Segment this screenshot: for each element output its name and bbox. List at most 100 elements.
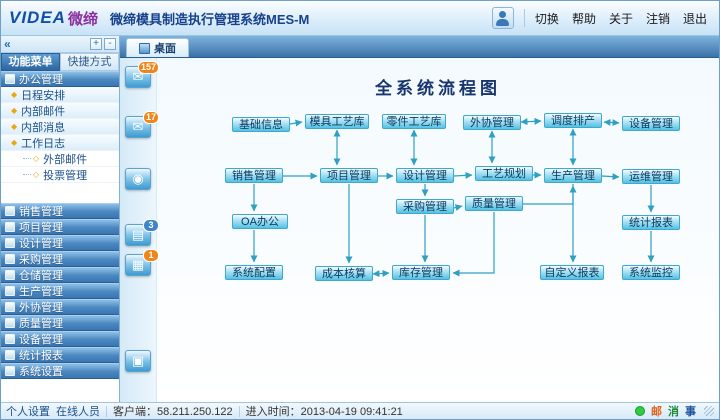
tree-item-vote-management[interactable]: ◇投票管理 bbox=[1, 167, 119, 183]
internal-mail-icon[interactable]: ✉17 bbox=[125, 111, 159, 138]
tree-item-external-mail[interactable]: ◇外部邮件 bbox=[1, 151, 119, 167]
body-row: « + - 功能菜单快捷方式 办公管理 ◆日程安排◆内部邮件◆内部消息◆工作日志… bbox=[1, 36, 719, 402]
flow-node-system-monitor[interactable]: 系统监控 bbox=[622, 265, 680, 280]
expand-all-button[interactable]: + bbox=[90, 38, 102, 50]
header-link-exit[interactable]: 退出 bbox=[682, 11, 707, 26]
header-right: 切换帮助关于注销退出 bbox=[491, 7, 711, 29]
flow-node-maintenance[interactable]: 运维管理 bbox=[622, 169, 680, 184]
flow-node-design[interactable]: 设计管理 bbox=[396, 168, 454, 183]
flow-node-production[interactable]: 生产管理 bbox=[544, 168, 602, 183]
main-area: ✉157✉17◉▤3▦1▣ 全系统流程图 基础信息模具工艺库零 bbox=[120, 58, 719, 402]
notification-badge: 157 bbox=[137, 61, 159, 74]
diamond-icon: ◆ bbox=[11, 106, 18, 115]
client-label: 客户端： bbox=[113, 406, 157, 418]
diamond-icon: ◆ bbox=[11, 90, 18, 99]
sidebar-tabs: 功能菜单快捷方式 bbox=[1, 53, 119, 71]
menu-icon bbox=[5, 366, 15, 376]
brand-logo-cn: 微缔 bbox=[67, 10, 98, 28]
flow-node-outsourcing[interactable]: 外协管理 bbox=[463, 115, 521, 130]
header-divider bbox=[523, 9, 525, 27]
online-users-link[interactable]: 在线人员 bbox=[56, 406, 100, 418]
desktop-tab-icon bbox=[139, 42, 150, 54]
user-icon[interactable] bbox=[491, 7, 514, 29]
enter-time-label: 进入时间： bbox=[245, 406, 301, 418]
flow-node-system-config[interactable]: 系统配置 bbox=[225, 265, 283, 280]
resize-grip[interactable] bbox=[704, 406, 714, 416]
menu-icon bbox=[5, 238, 15, 248]
flow-node-inventory[interactable]: 库存管理 bbox=[392, 265, 450, 280]
tree-item-label: 外部邮件 bbox=[43, 153, 88, 166]
online-status-icon bbox=[635, 406, 645, 416]
header-link-about[interactable]: 关于 bbox=[608, 11, 633, 26]
web-mail-icon[interactable]: ◉ bbox=[125, 168, 151, 190]
tree-item-label: 日程安排 bbox=[21, 89, 66, 102]
app-header: VIDEA 微缔 微缔模具制造执行管理系统MES-M 切换帮助关于注销退出 bbox=[1, 1, 719, 36]
sidebar-tab-function-menu[interactable]: 功能菜单 bbox=[1, 53, 60, 71]
sidebar-tab-shortcuts[interactable]: 快捷方式 bbox=[60, 53, 119, 71]
sidebar-group-quality[interactable]: 质量管理 bbox=[1, 315, 119, 331]
sidebar-group-outsourcing[interactable]: 外协管理 bbox=[1, 299, 119, 315]
tree-item-schedule[interactable]: ◆日程安排 bbox=[1, 87, 119, 103]
sidebar-group-system-settings[interactable]: 系统设置 bbox=[1, 363, 119, 379]
sidebar-control-bar: « + - bbox=[1, 36, 119, 53]
flow-node-statistics-report[interactable]: 统计报表 bbox=[622, 215, 680, 230]
header-link-switch[interactable]: 切换 bbox=[534, 11, 559, 26]
inbox-mail-icon[interactable]: ✉157 bbox=[125, 61, 159, 88]
sidebar-group-project[interactable]: 项目管理 bbox=[1, 219, 119, 235]
sidebar-group-sales[interactable]: 销售管理 bbox=[1, 203, 119, 219]
sidebar-group-purchasing[interactable]: 采购管理 bbox=[1, 251, 119, 267]
flow-node-process-planning[interactable]: 工艺规划 bbox=[475, 166, 533, 181]
diamond-icon: ◆ bbox=[11, 122, 18, 131]
collapse-sidebar-button[interactable]: « bbox=[4, 36, 11, 51]
tasks-icon[interactable]: ▦1 bbox=[125, 249, 159, 276]
flow-title: 全系统流程图 bbox=[375, 79, 501, 98]
header-links: 切换帮助关于注销退出 bbox=[535, 10, 707, 27]
flow-node-mold-process-lib[interactable]: 模具工艺库 bbox=[305, 114, 369, 129]
collapse-all-button[interactable]: - bbox=[104, 38, 116, 50]
header-link-help[interactable]: 帮助 bbox=[571, 11, 596, 26]
sidebar-group-statistics[interactable]: 统计报表 bbox=[1, 347, 119, 363]
sidebar-group-design[interactable]: 设计管理 bbox=[1, 235, 119, 251]
menu-icon bbox=[5, 270, 15, 280]
sidebar-group-production[interactable]: 生产管理 bbox=[1, 283, 119, 299]
tab-desktop[interactable]: 桌面 bbox=[126, 38, 189, 57]
notes-icon[interactable]: ▤3 bbox=[125, 219, 159, 246]
sidebar-group-office[interactable]: 办公管理 bbox=[1, 71, 119, 87]
flow-node-part-process-lib[interactable]: 零件工艺库 bbox=[382, 114, 446, 129]
diamond-icon: ◆ bbox=[11, 138, 18, 147]
tray-mail-icon[interactable]: 邮 bbox=[651, 406, 662, 418]
tree-connector bbox=[23, 157, 31, 160]
tree-item-internal-message[interactable]: ◆内部消息 bbox=[1, 119, 119, 135]
flow-node-purchasing[interactable]: 采购管理 bbox=[396, 199, 454, 214]
tray-message-icon[interactable]: 消 bbox=[668, 406, 679, 418]
tree-item-label: 工作日志 bbox=[21, 137, 66, 150]
menu-icon bbox=[5, 318, 15, 328]
flow-node-project[interactable]: 项目管理 bbox=[320, 168, 378, 183]
tree-item-internal-mail[interactable]: ◆内部邮件 bbox=[1, 103, 119, 119]
tray-event-icon[interactable]: 事 bbox=[685, 406, 696, 418]
tree-item-work-log[interactable]: ◆工作日志 bbox=[1, 135, 119, 151]
statusbar: 个人设置 在线人员 客户端：58.211.250.122 进入时间：2013-0… bbox=[1, 402, 719, 419]
flow-node-equipment[interactable]: 设备管理 bbox=[622, 116, 680, 131]
brand-logo: VIDEA bbox=[9, 8, 66, 27]
flow-node-oa-office[interactable]: OA办公 bbox=[232, 214, 288, 229]
icon-strip: ✉157 ✉17 ◉ ▤3 ▦1 ▣ bbox=[120, 58, 159, 402]
menu-icon bbox=[5, 334, 15, 344]
office-tree: ◆日程安排◆内部邮件◆内部消息◆工作日志◇外部邮件◇投票管理 bbox=[1, 87, 119, 183]
sidebar-group-equipment[interactable]: 设备管理 bbox=[1, 331, 119, 347]
sidebar-group-label: 设计管理 bbox=[19, 238, 63, 250]
sidebar-group-warehouse[interactable]: 仓储管理 bbox=[1, 267, 119, 283]
header-link-logout[interactable]: 注销 bbox=[645, 11, 670, 26]
flow-node-quality[interactable]: 质量管理 bbox=[465, 196, 523, 211]
sidebar-group-label: 销售管理 bbox=[19, 206, 63, 218]
flow-node-sales[interactable]: 销售管理 bbox=[225, 168, 283, 183]
archive-icon[interactable]: ▣ bbox=[125, 350, 151, 372]
flow-node-cost-accounting[interactable]: 成本核算 bbox=[315, 266, 373, 281]
flow-node-custom-report[interactable]: 自定义报表 bbox=[540, 265, 604, 280]
sidebar-groups: 销售管理项目管理设计管理采购管理仓储管理生产管理外协管理质量管理设备管理统计报表… bbox=[1, 203, 119, 379]
flow-node-basic-info[interactable]: 基础信息 bbox=[232, 117, 290, 132]
flow-node-scheduling[interactable]: 调度排产 bbox=[544, 113, 602, 128]
main-column: 桌面 ✉157 ✉17 ◉ ▤3 ▦1 ▣ 全系统流程图 bbox=[120, 36, 719, 402]
personal-settings-link[interactable]: 个人设置 bbox=[6, 406, 50, 418]
